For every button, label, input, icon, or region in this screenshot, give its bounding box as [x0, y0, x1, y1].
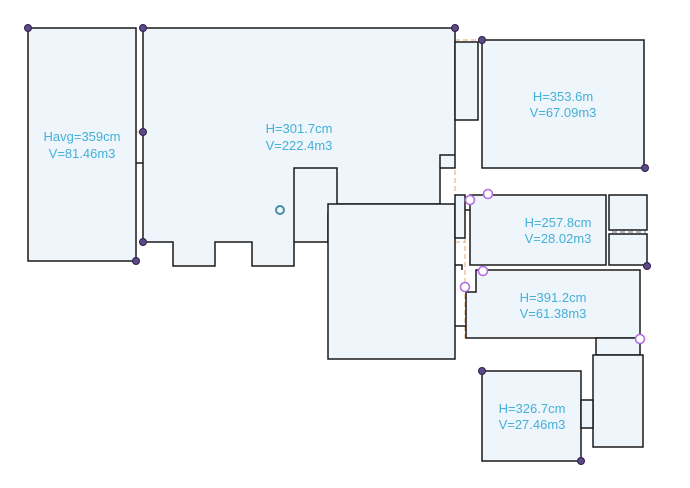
wall-stub: [439, 154, 455, 168]
closet-top-right[interactable]: [454, 41, 479, 121]
corner-nodes: [24, 24, 651, 465]
room-volume-label: V=81.46m3: [49, 146, 116, 161]
room-main-notch: [293, 167, 338, 242]
room-main[interactable]: [142, 27, 456, 267]
closet-mid-right-bottom[interactable]: [608, 233, 648, 266]
open-node[interactable]: [459, 281, 471, 293]
connector-strip: [454, 194, 466, 239]
room-center-block[interactable]: [327, 203, 456, 360]
rooms: [27, 27, 648, 462]
corner-node[interactable]: [132, 257, 140, 265]
open-node[interactable]: [464, 194, 476, 206]
corner-node[interactable]: [24, 24, 32, 32]
room-left[interactable]: [27, 27, 137, 262]
room-height-label: H=257.8cm: [525, 215, 592, 230]
corner-node[interactable]: [577, 457, 585, 465]
room-height-label: H=353.6m: [533, 89, 593, 104]
room-volume-label: V=28.02m3: [525, 231, 592, 246]
wall-stubs: [136, 154, 470, 327]
open-nodes: [459, 188, 646, 345]
corner-node[interactable]: [641, 164, 649, 172]
bottom-link: [580, 399, 594, 429]
room-volume-label: V=61.38m3: [520, 306, 587, 321]
corner-node[interactable]: [139, 238, 147, 246]
room-height-label: H=391.2cm: [520, 290, 587, 305]
room-bottom[interactable]: [481, 370, 582, 462]
wall-stub: [455, 264, 463, 270]
corner-node[interactable]: [139, 24, 147, 32]
room-volume-label: V=222.4m3: [266, 138, 333, 153]
room-bottom-side[interactable]: [592, 354, 644, 448]
room-labels: Havg=359cm V=81.46m3 H=301.7cm V=222.4m3…: [44, 89, 597, 432]
connector-low: [595, 337, 641, 356]
corner-node[interactable]: [478, 367, 486, 375]
room-height-label: H=326.7cm: [499, 401, 566, 416]
corner-node[interactable]: [139, 128, 147, 136]
room-top-right[interactable]: [481, 39, 645, 169]
open-node[interactable]: [482, 188, 494, 200]
room-mid-right[interactable]: [469, 194, 607, 266]
corner-node[interactable]: [643, 262, 651, 270]
room-low-right[interactable]: [465, 269, 641, 339]
center-marker-icon[interactable]: [275, 205, 285, 215]
room-height-label: H=301.7cm: [266, 121, 333, 136]
room-height-label: Havg=359cm: [44, 129, 121, 144]
open-node[interactable]: [477, 265, 489, 277]
corner-node[interactable]: [451, 24, 459, 32]
corner-node[interactable]: [478, 36, 486, 44]
closet-mid-right-top[interactable]: [608, 194, 648, 231]
room-volume-label: V=67.09m3: [530, 105, 597, 120]
open-node[interactable]: [634, 333, 646, 345]
room-volume-label: V=27.46m3: [499, 417, 566, 432]
